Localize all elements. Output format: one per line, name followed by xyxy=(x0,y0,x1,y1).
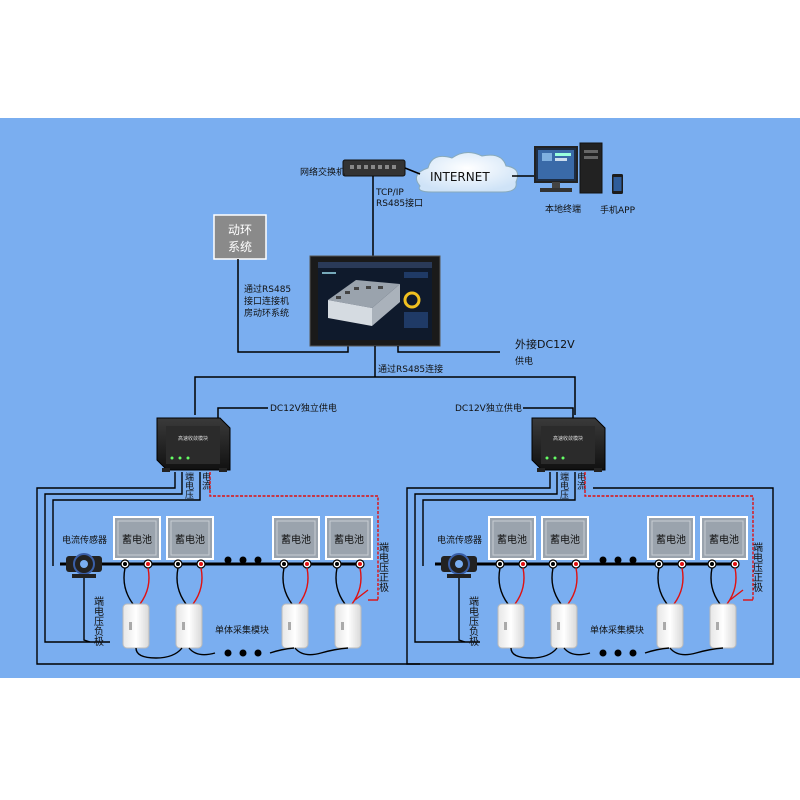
internet-label: INTERNET xyxy=(430,170,490,184)
cable-current-right: 电流 xyxy=(575,471,586,491)
diagram-background xyxy=(0,118,800,678)
current-sensor-icon xyxy=(441,553,477,578)
dc12v-right-label: DC12V独立供电 xyxy=(455,402,522,414)
rs485-connect-label: 通过RS485连接 xyxy=(378,363,443,375)
cell-collector-icon xyxy=(175,603,203,649)
battery-label: 蓄电池 xyxy=(709,533,739,546)
mobile-phone-icon: 手机APP xyxy=(600,174,636,216)
cell-collector-icon xyxy=(709,603,737,649)
current-sensor-left: 电流传感器 xyxy=(62,534,107,546)
battery-label: 蓄电池 xyxy=(281,533,311,546)
cable-voltage-left: 端电压 xyxy=(183,471,194,500)
cell-collector-icon xyxy=(550,603,578,649)
current-sensor-icon xyxy=(66,553,102,578)
module-text-right: 高速收敛模块 xyxy=(553,435,583,442)
touch-monitor-icon xyxy=(309,255,441,347)
battery-label: 蓄电池 xyxy=(656,533,686,546)
cell-collector-icon xyxy=(497,603,525,649)
battery-icon: 蓄电池 xyxy=(700,516,748,560)
battery-label: 蓄电池 xyxy=(334,533,364,546)
battery-label: 蓄电池 xyxy=(550,533,580,546)
battery-icon: 蓄电池 xyxy=(272,516,320,560)
internet-cloud-icon: INTERNET xyxy=(415,152,519,193)
battery-label: 蓄电池 xyxy=(122,533,152,546)
cell-collector-icon xyxy=(656,603,684,649)
cell-collector-icon xyxy=(281,603,309,649)
collector-label-left: 单体采集模块 xyxy=(215,624,269,636)
battery-icon: 蓄电池 xyxy=(166,516,214,560)
cell-collector-icon xyxy=(122,603,150,649)
env-system-box: 动环 系统 xyxy=(213,214,267,260)
module-text-left: 高速收敛模块 xyxy=(178,435,208,442)
env-system-line2: 系统 xyxy=(228,240,252,254)
neg-terminal-right: 端电压负极 xyxy=(467,595,479,647)
battery-icon: 蓄电池 xyxy=(647,516,695,560)
battery-icon: 蓄电池 xyxy=(488,516,536,560)
cable-current-left: 电流 xyxy=(200,471,211,491)
battery-icon: 蓄电池 xyxy=(113,516,161,560)
rs485-note-3: 房动环系统 xyxy=(244,307,289,319)
battery-icon: 蓄电池 xyxy=(325,516,373,560)
string-right: DC12V独立供电 高速收敛模块 端电压 电流 电流传感器 端电压负极 蓄电池 … xyxy=(406,402,774,665)
cable-voltage-right: 端电压 xyxy=(558,471,569,500)
rs485-note-2: 接口连接机 xyxy=(244,295,289,307)
local-terminal-label: 本地终端 xyxy=(545,203,581,215)
ext-power-1: 外接DC12V xyxy=(515,338,575,351)
desktop-computer-icon: 本地终端 xyxy=(534,142,603,215)
string-left: DC12V独立供电 高速收敛模块 端电压 电流 电流传感器 端电压负极 xyxy=(36,402,420,665)
neg-terminal-left: 端电压负极 xyxy=(92,595,104,647)
rs485-port-label: RS485接口 xyxy=(376,197,423,209)
pos-terminal-right: 端电压正极 xyxy=(751,541,763,593)
env-system-line1: 动环 xyxy=(228,223,252,237)
tcp-label: TCP/IP xyxy=(375,188,404,198)
battery-icon: 蓄电池 xyxy=(541,516,589,560)
rs485-note-1: 通过RS485 xyxy=(244,283,291,295)
ext-power-2: 供电 xyxy=(515,355,533,367)
switch-label: 网络交换机 xyxy=(300,166,345,178)
mobile-app-label: 手机APP xyxy=(600,204,636,216)
cell-collector-icon xyxy=(334,603,362,649)
dc12v-left-label: DC12V独立供电 xyxy=(270,402,337,414)
battery-label: 蓄电池 xyxy=(497,533,527,546)
collector-module-icon: 高速收敛模块 xyxy=(156,417,231,472)
current-sensor-right: 电流传感器 xyxy=(437,534,482,546)
battery-label: 蓄电池 xyxy=(175,533,205,546)
collector-module-icon: 高速收敛模块 xyxy=(531,417,606,472)
pos-terminal-left: 端电压正极 xyxy=(377,541,389,593)
collector-label-right: 单体采集模块 xyxy=(590,624,644,636)
